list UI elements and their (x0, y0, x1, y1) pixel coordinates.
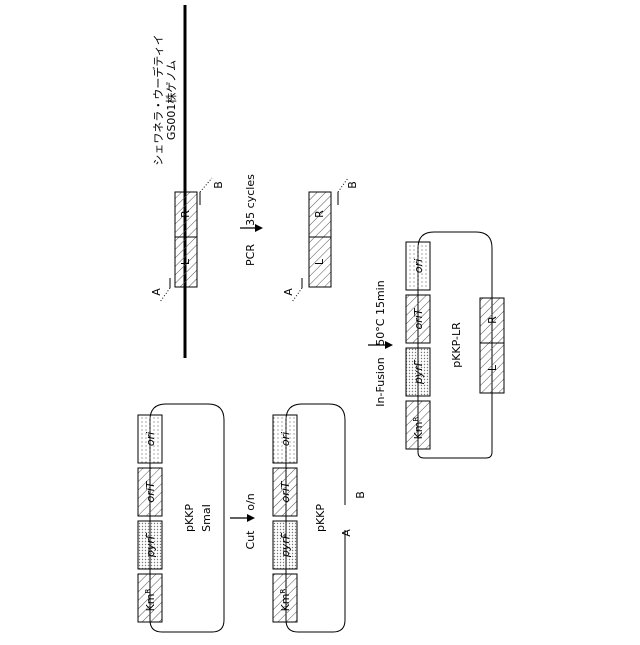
genome-primer-b-tail (200, 178, 212, 192)
pcr-l-label: L (313, 258, 326, 265)
plasmid-pkkp: ori oriT pyrF KmR pKKP SmaI (138, 404, 224, 632)
plasmid-pkkp-cut: ori oriT pyrF KmR pKKP B A (273, 404, 367, 632)
infusion-label: In-Fusion (374, 357, 387, 406)
lr-km-sup: R (412, 416, 420, 421)
cut-label: Cut (244, 530, 257, 550)
pkkp-ori-label: ori (144, 432, 157, 446)
lr-orit-label: oriT (412, 307, 425, 329)
cut-pyrf-label: pyrF (279, 532, 292, 558)
genome-primer-b-label: B (212, 181, 225, 189)
genome-r-label: R (179, 210, 192, 218)
lr-ori-label: ori (412, 259, 425, 273)
cut-end-b: B (354, 491, 367, 499)
lr-l-label: L (486, 364, 499, 371)
genome-label-line1: シェワネラ・ウーデティイ (151, 34, 165, 165)
genome-l-label: L (179, 258, 192, 265)
pkkp-km-sup: R (144, 588, 152, 593)
genome-label-line2: GS001株ゲノム (164, 60, 178, 140)
pcr-product: R L (309, 192, 331, 287)
pkkp-name: pKKP (183, 504, 196, 532)
cut-arrowhead (247, 514, 255, 522)
infusion-condition: 50°C 15min (374, 280, 387, 345)
pcr-primer-a-label: A (282, 288, 295, 296)
pkkp-pyrf-label: pyrF (144, 532, 157, 558)
cut-condition: o/n (244, 493, 257, 510)
cut-km-label: Km (279, 593, 292, 611)
genome-primer-a-label: A (150, 288, 163, 296)
lr-name: pKKP-LR (450, 322, 463, 368)
genome-label: シェワネラ・ウーデティイ GS001株ゲノム (151, 34, 178, 165)
pkkp-enzyme: SmaI (200, 504, 213, 532)
pcr-r-label: R (313, 210, 326, 218)
plasmid-pkkp-lr: ori oriT pyrF KmR R L pKKP-LR (406, 232, 504, 458)
cut-pkkp-name: pKKP (314, 504, 327, 532)
pkkp-orit-label: oriT (144, 480, 157, 502)
cut-orit-label: oriT (279, 480, 292, 502)
lr-pyrf-label: pyrF (412, 359, 425, 385)
lr-km-label: Km (412, 421, 425, 439)
pcr-label: PCR (244, 244, 257, 266)
lr-r-label: R (486, 316, 499, 324)
genome-fragment: R L (175, 192, 197, 287)
cut-end-a: A (340, 529, 353, 537)
pkkp-km-label: Km (144, 593, 157, 611)
pcr-condition: 35 cycles (244, 174, 257, 226)
cut-ori-label: ori (279, 432, 292, 446)
pcr-primer-b-label: B (346, 181, 359, 189)
cut-km-sup: R (279, 588, 287, 593)
